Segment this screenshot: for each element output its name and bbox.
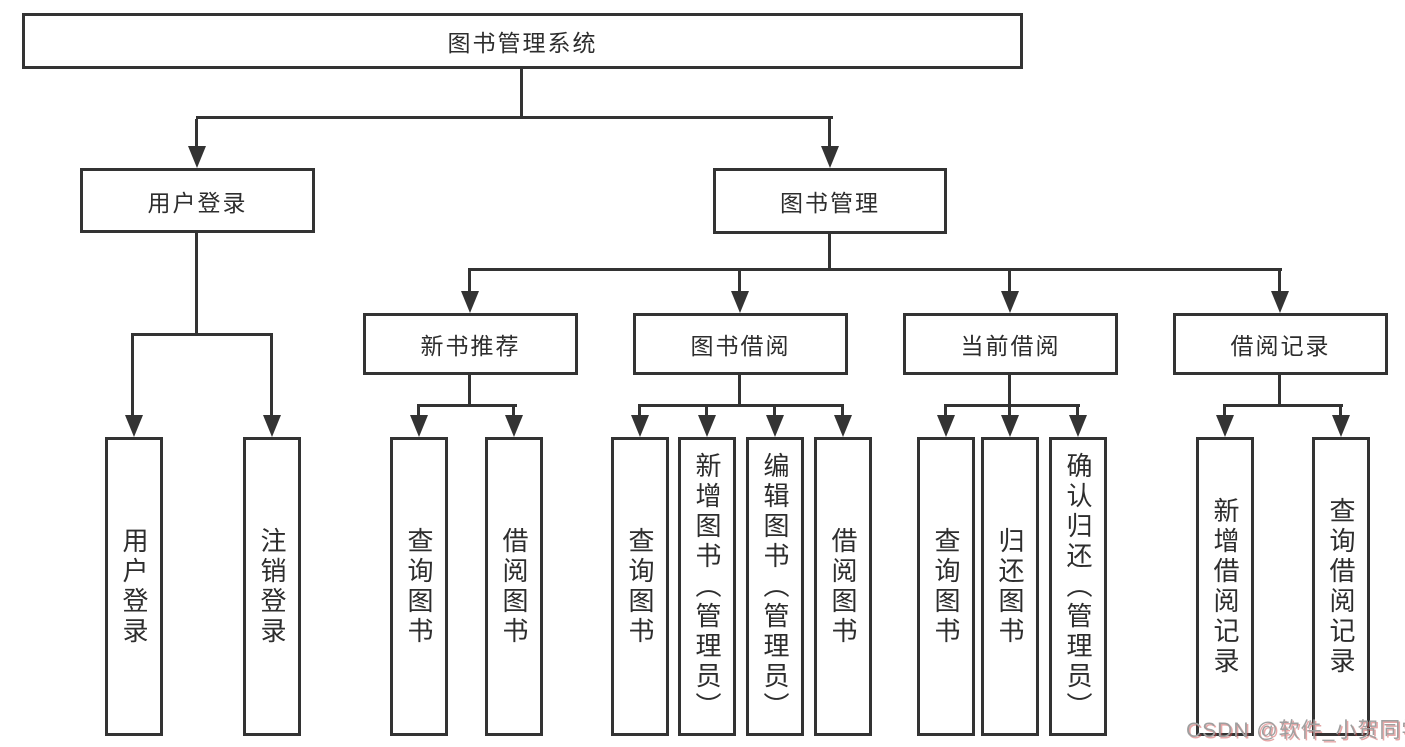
node-label: 借阅记录 bbox=[1230, 333, 1331, 359]
connector-line bbox=[738, 271, 741, 293]
node-label: 编辑图书（管理员） bbox=[760, 451, 790, 722]
connector-line bbox=[1008, 271, 1011, 293]
arrowhead-down-icon bbox=[125, 415, 143, 437]
connector-line bbox=[773, 407, 776, 419]
arrowhead-down-icon bbox=[631, 415, 649, 437]
connector-line bbox=[638, 404, 844, 407]
node-label: 新增借阅记录 bbox=[1210, 496, 1240, 677]
arrowhead-down-icon bbox=[1332, 415, 1350, 437]
arrowhead-down-icon bbox=[1069, 415, 1087, 437]
node-label: 归还图书 bbox=[995, 526, 1025, 647]
node-label: 图书借阅 bbox=[690, 333, 791, 359]
arrowhead-down-icon bbox=[766, 415, 784, 437]
node-book-management: 图书管理 bbox=[713, 168, 947, 234]
node-label: 注销登录 bbox=[257, 526, 287, 647]
arrowhead-down-icon bbox=[188, 146, 206, 168]
leaf-query-books-current: 查询图书 bbox=[917, 437, 975, 736]
node-label: 确认归还（管理员） bbox=[1063, 451, 1093, 722]
arrowhead-down-icon bbox=[834, 415, 852, 437]
arrowhead-down-icon bbox=[1271, 291, 1289, 313]
node-current-borrow: 当前借阅 bbox=[903, 313, 1118, 375]
leaf-logout: 注销登录 bbox=[243, 437, 301, 736]
leaf-query-books-borrow: 查询图书 bbox=[611, 437, 669, 736]
connector-line bbox=[520, 69, 523, 118]
connector-line bbox=[512, 407, 515, 419]
node-label: 用户登录 bbox=[147, 189, 248, 216]
connector-line bbox=[131, 333, 273, 336]
arrowhead-down-icon bbox=[1001, 291, 1019, 313]
arrowhead-down-icon bbox=[731, 291, 749, 313]
node-label: 查询借阅记录 bbox=[1326, 496, 1356, 677]
connector-line bbox=[705, 407, 708, 419]
connector-line bbox=[1008, 375, 1011, 406]
arrowhead-down-icon bbox=[821, 146, 839, 168]
node-new-book-recommend: 新书推荐 bbox=[363, 313, 578, 375]
connector-line bbox=[1076, 407, 1079, 419]
connector-line bbox=[1223, 404, 1343, 407]
connector-line bbox=[468, 271, 471, 293]
node-label: 借阅图书 bbox=[828, 526, 858, 647]
csdn-watermark: CSDN @软件_小贺同学 bbox=[1186, 719, 1405, 742]
node-label: 借阅图书 bbox=[499, 526, 529, 647]
node-borrow-records: 借阅记录 bbox=[1173, 313, 1388, 375]
connector-line bbox=[131, 336, 134, 417]
leaf-confirm-return-admin: 确认归还（管理员） bbox=[1049, 437, 1107, 736]
connector-line bbox=[1278, 375, 1281, 406]
arrowhead-down-icon bbox=[505, 415, 523, 437]
connector-line bbox=[841, 407, 844, 419]
connector-line bbox=[196, 116, 833, 119]
node-label: 新书推荐 bbox=[420, 333, 521, 359]
arrowhead-down-icon bbox=[1001, 415, 1019, 437]
arrowhead-down-icon bbox=[410, 415, 428, 437]
connector-line bbox=[468, 375, 471, 406]
node-user-login: 用户登录 bbox=[80, 168, 315, 233]
leaf-borrow-books: 借阅图书 bbox=[814, 437, 872, 736]
node-book-borrow: 图书借阅 bbox=[633, 313, 848, 375]
node-label: 查询图书 bbox=[931, 526, 961, 647]
node-label: 当前借阅 bbox=[960, 333, 1061, 359]
node-label: 图书管理 bbox=[780, 190, 880, 216]
connector-line bbox=[638, 407, 641, 419]
connector-line bbox=[1278, 271, 1281, 293]
connector-line bbox=[944, 404, 1080, 407]
node-label: 图书管理系统 bbox=[447, 30, 598, 56]
node-label: 新增图书（管理员） bbox=[692, 451, 722, 722]
connector-line bbox=[1008, 407, 1011, 419]
connector-line bbox=[944, 407, 947, 419]
leaf-add-borrow-record: 新增借阅记录 bbox=[1196, 437, 1254, 736]
arrowhead-down-icon bbox=[698, 415, 716, 437]
arrowhead-down-icon bbox=[263, 415, 281, 437]
leaf-edit-book-admin: 编辑图书（管理员） bbox=[746, 437, 804, 736]
connector-line bbox=[195, 233, 198, 335]
leaf-query-borrow-record: 查询借阅记录 bbox=[1312, 437, 1370, 736]
node-label: 查询图书 bbox=[625, 526, 655, 647]
leaf-return-books: 归还图书 bbox=[981, 437, 1039, 736]
connector-line bbox=[1223, 407, 1226, 419]
arrowhead-down-icon bbox=[1216, 415, 1234, 437]
connector-line bbox=[270, 336, 273, 417]
arrowhead-down-icon bbox=[461, 291, 479, 313]
leaf-borrow-books-recommend: 借阅图书 bbox=[485, 437, 543, 736]
connector-line bbox=[468, 268, 1282, 271]
connector-line bbox=[738, 375, 741, 406]
leaf-query-books-recommend: 查询图书 bbox=[390, 437, 448, 736]
node-system-root: 图书管理系统 bbox=[22, 13, 1023, 69]
connector-line bbox=[828, 234, 831, 270]
connector-line bbox=[417, 407, 420, 419]
arrowhead-down-icon bbox=[937, 415, 955, 437]
connector-line bbox=[828, 119, 831, 148]
connector-line bbox=[195, 119, 198, 148]
connector-line bbox=[417, 404, 517, 407]
leaf-user-login: 用户登录 bbox=[105, 437, 163, 736]
node-label: 查询图书 bbox=[404, 526, 434, 647]
node-label: 用户登录 bbox=[119, 526, 149, 647]
connector-line bbox=[1339, 407, 1342, 419]
leaf-add-book-admin: 新增图书（管理员） bbox=[678, 437, 736, 736]
